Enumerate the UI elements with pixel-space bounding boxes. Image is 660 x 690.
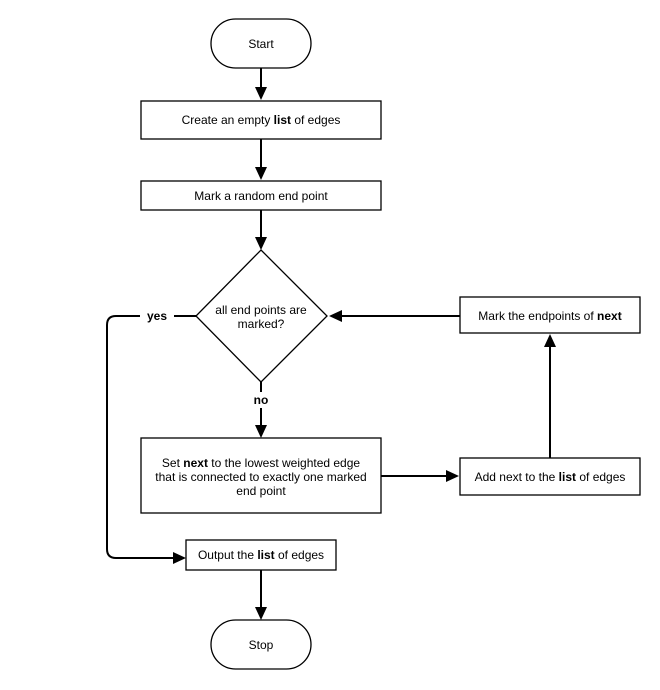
stop-label: Stop	[249, 638, 274, 652]
add-next-label: Add next to the list of edges	[475, 470, 626, 484]
yes-label-bg	[140, 308, 174, 324]
set-next-line3: end point	[236, 484, 286, 498]
no-label: no	[254, 393, 269, 407]
decision-line1: all end points are	[215, 303, 307, 317]
arrowhead-icon	[544, 334, 556, 347]
arrowhead-icon	[255, 607, 267, 620]
stop-node: Stop	[210, 619, 312, 670]
decision-node: all end points are marked?	[195, 249, 328, 383]
mark-endpoints-node: Mark the endpoints of next	[459, 296, 641, 334]
decision-line2: marked?	[238, 317, 285, 331]
connectors	[106, 68, 556, 620]
output-node: Output the list of edges	[185, 539, 337, 571]
set-next-node: Set next to the lowest weighted edge tha…	[140, 437, 382, 514]
no-label-bg	[248, 392, 274, 408]
arrowhead-icon	[255, 167, 267, 180]
set-next-line2: that is connected to exactly one marked	[155, 470, 366, 484]
arrowhead-icon	[329, 310, 342, 322]
arrowhead-icon	[255, 425, 267, 438]
mark-random-node: Mark a random end point	[140, 180, 382, 211]
mark-random-label: Mark a random end point	[194, 189, 328, 203]
create-list-label: Create an empty list of edges	[182, 113, 341, 127]
arrowhead-icon	[255, 237, 267, 250]
set-next-line1: Set next to the lowest weighted edge	[162, 456, 360, 470]
arrowhead-icon	[446, 470, 459, 482]
mark-endpoints-label: Mark the endpoints of next	[478, 309, 621, 323]
arrow-decision-yes	[106, 315, 196, 559]
yes-label: yes	[147, 309, 167, 323]
add-next-node: Add next to the list of edges	[459, 457, 641, 496]
start-node: Start	[210, 18, 312, 69]
start-label: Start	[248, 37, 274, 51]
output-label: Output the list of edges	[198, 548, 324, 562]
create-list-node: Create an empty list of edges	[140, 100, 382, 140]
arrowhead-icon	[255, 87, 267, 100]
arrowhead-icon	[173, 552, 186, 564]
